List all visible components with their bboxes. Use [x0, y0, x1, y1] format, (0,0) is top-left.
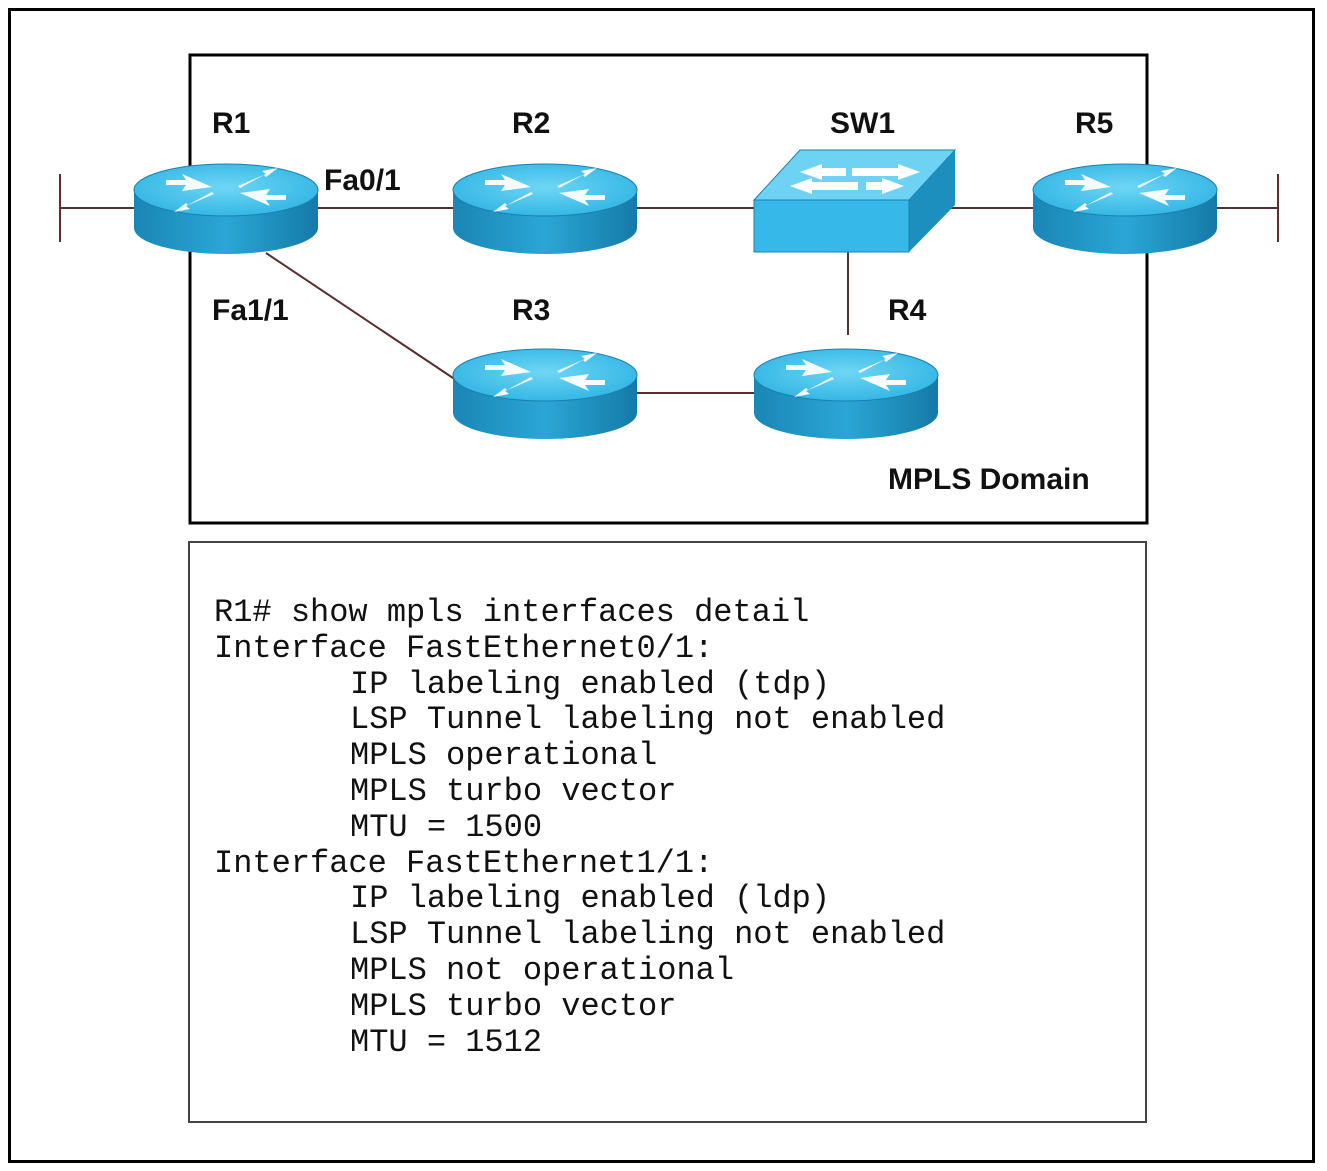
- console-line: IP labeling enabled (ldp): [350, 880, 831, 918]
- label-mpls-domain: MPLS Domain: [888, 463, 1090, 496]
- console-line: IP labeling enabled (tdp): [350, 665, 831, 703]
- label-r2: R2: [512, 107, 550, 140]
- link-r1-r3: [265, 252, 457, 381]
- router-r5-icon: [1032, 163, 1218, 255]
- network-diagram: R1 R2 SW1 R5 Fa1/1 R3 R4 Fa0/1 MPLS Doma…: [59, 53, 1279, 525]
- console-line: Interface FastEthernet0/1:: [214, 629, 714, 667]
- label-r5: R5: [1075, 107, 1113, 140]
- label-fa11: Fa1/1: [212, 294, 289, 327]
- router-r3-icon: [452, 348, 638, 440]
- label-r1: R1: [212, 107, 250, 140]
- console-line: R1# show mpls interfaces detail: [214, 594, 810, 631]
- router-r4-icon: [753, 348, 939, 440]
- switch-sw1-icon: [752, 149, 957, 253]
- mpls-domain-box: [188, 53, 1149, 525]
- router-r2-icon: [452, 163, 638, 255]
- router-r1-icon: [133, 163, 319, 255]
- label-fa01: Fa0/1: [324, 164, 401, 197]
- label-r3: R3: [512, 294, 550, 327]
- console-line: LSP Tunnel labeling not enabled: [350, 916, 946, 954]
- links: [59, 174, 1279, 394]
- console-line: MTU = 1512: [350, 1023, 543, 1061]
- console-line: MPLS turbo vector: [350, 987, 677, 1025]
- console-line: MTU = 1500: [350, 808, 543, 846]
- console-line: LSP Tunnel labeling not enabled: [350, 701, 946, 739]
- console-line: Interface FastEthernet1/1:: [214, 844, 714, 882]
- console-line: MPLS turbo vector: [350, 772, 677, 810]
- label-sw1: SW1: [830, 107, 895, 140]
- console-line: MPLS operational: [350, 737, 658, 775]
- console-line: MPLS not operational: [350, 951, 735, 989]
- label-r4: R4: [888, 294, 927, 327]
